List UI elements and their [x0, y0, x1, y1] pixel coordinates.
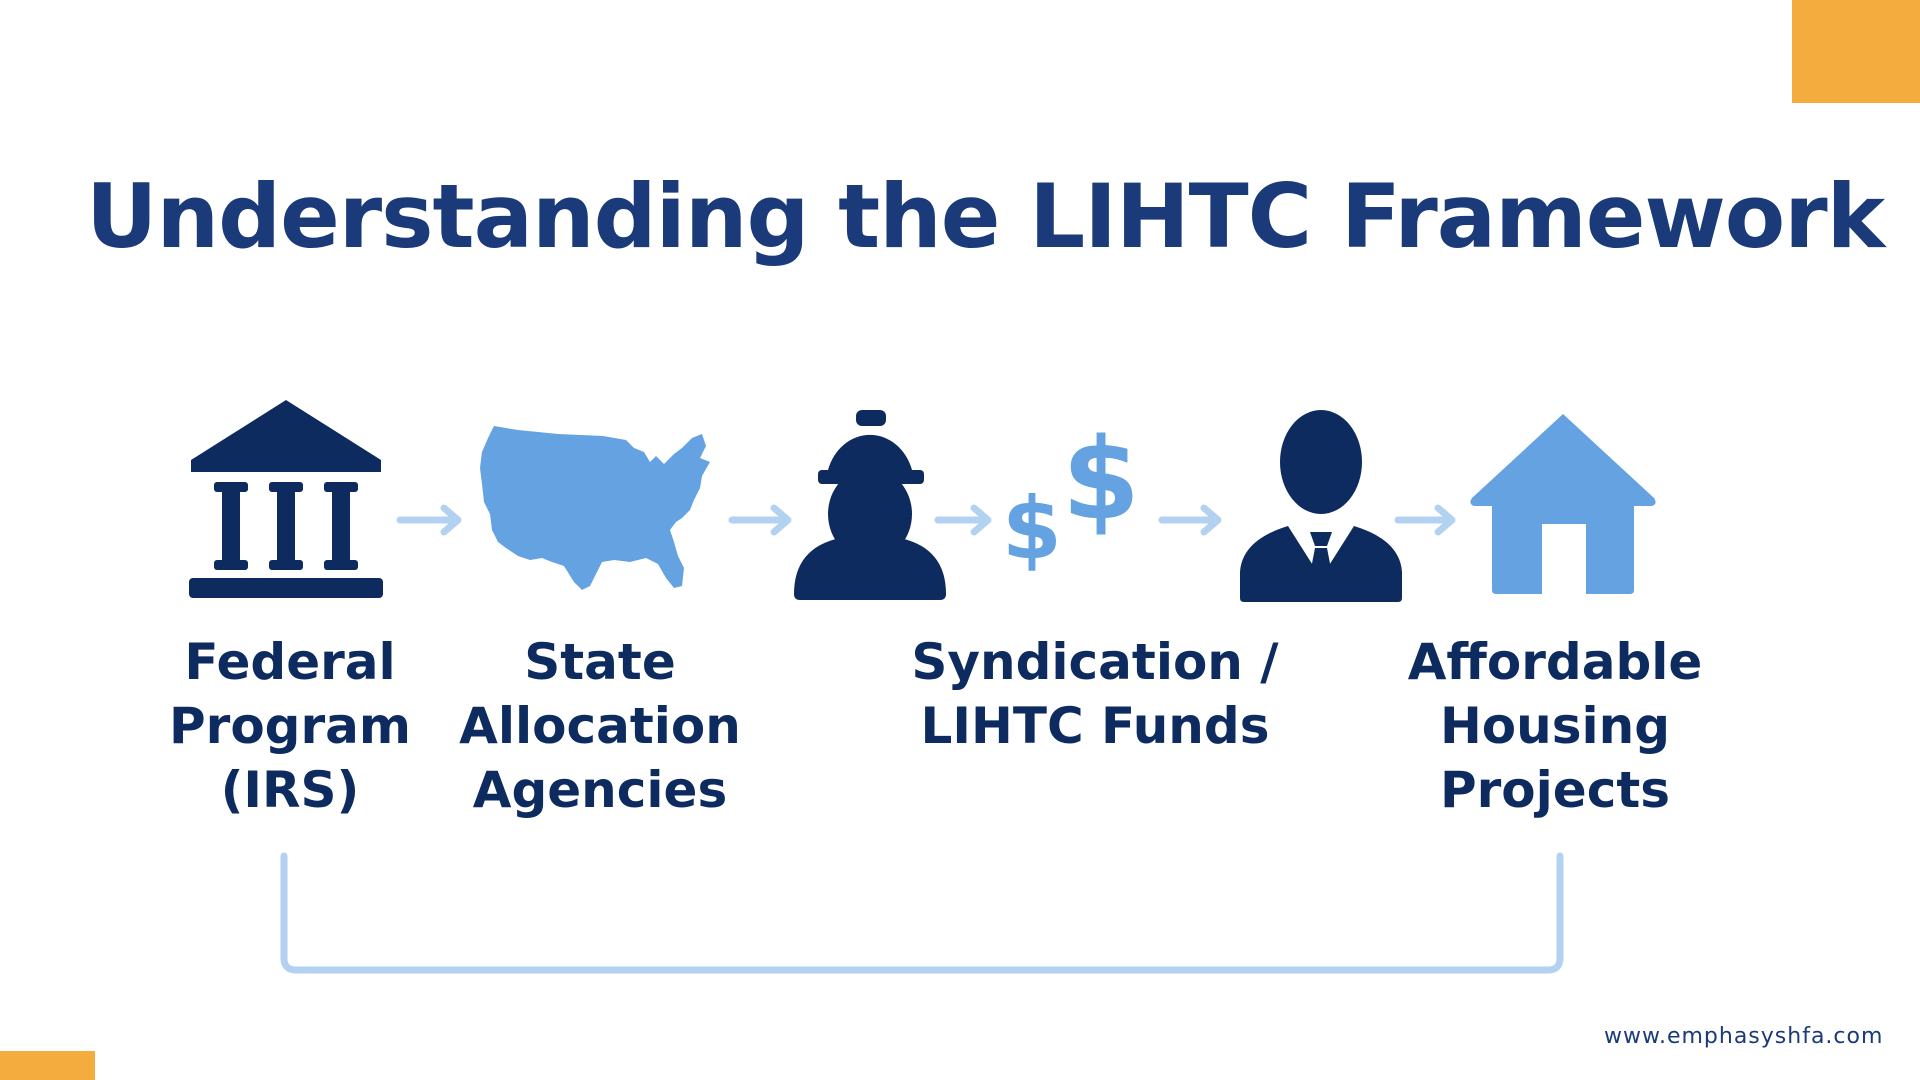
label-affordable-housing-projects: Affordable Housing Projects [1407, 633, 1703, 819]
arrow-3 [934, 504, 992, 536]
arrow-1 [396, 504, 462, 536]
label-state-allocation-agencies: State Allocation Agencies [459, 633, 741, 819]
dollar-signs-icon: $ $ [1002, 418, 1140, 578]
usa-map-icon [480, 426, 710, 590]
label-federal-program: Federal Program (IRS) [169, 633, 411, 819]
corner-accent-top-right [1792, 0, 1920, 103]
svg-text:$: $ [1002, 479, 1062, 578]
corner-accent-bottom-left [0, 1051, 95, 1080]
arrow-4 [1158, 504, 1222, 536]
svg-text:$: $ [1062, 418, 1140, 545]
businessman-icon [1240, 410, 1402, 602]
house-icon [1470, 414, 1656, 594]
page-title: Understanding the LIHTC Framework [86, 165, 1885, 268]
bank-building-icon [189, 400, 383, 598]
arrow-5 [1394, 504, 1456, 536]
label-syndication-lihtc-funds: Syndication / LIHTC Funds [911, 633, 1279, 755]
website-url[interactable]: www.emphasyshfa.com [1604, 1024, 1884, 1049]
construction-worker-icon [794, 410, 946, 600]
arrow-2 [728, 504, 792, 536]
feedback-bracket [280, 852, 1564, 974]
